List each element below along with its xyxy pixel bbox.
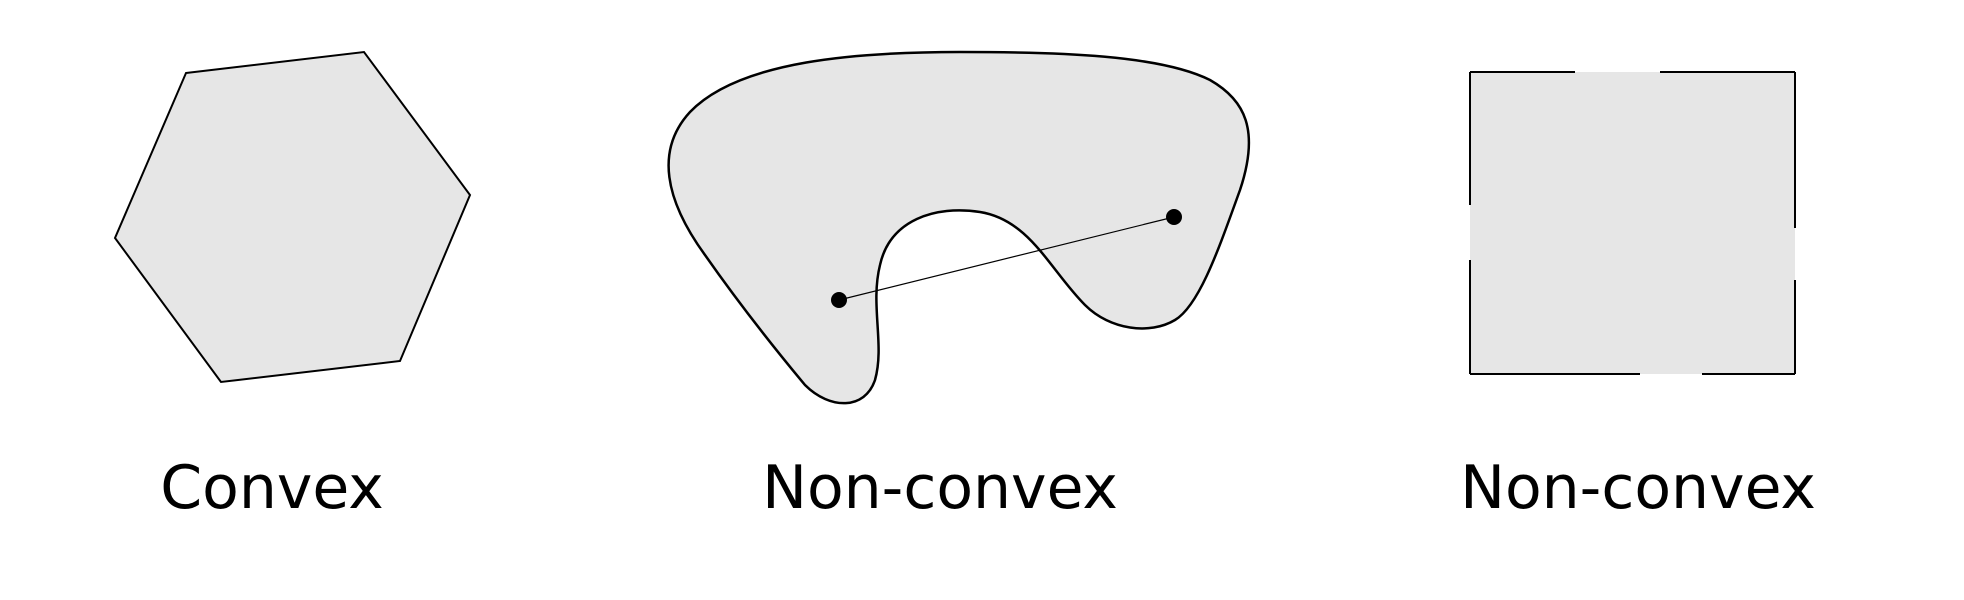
square-fill	[1470, 72, 1795, 374]
kidney-shape	[667, 50, 1251, 405]
panel-nonconvex-kidney: Non-convex	[667, 50, 1251, 523]
panel-convex: Convex	[113, 50, 472, 523]
point-b	[1166, 209, 1182, 225]
connecting-segment	[838, 216, 1175, 301]
caption-convex: Convex	[160, 453, 384, 523]
caption-nonconvex-square: Non-convex	[1460, 453, 1816, 523]
point-a	[831, 292, 847, 308]
convex-hexagon-shape	[113, 50, 472, 384]
square-partial-border	[1469, 71, 1796, 375]
panel-nonconvex-square: Non-convex	[1460, 71, 1816, 523]
caption-nonconvex-kidney: Non-convex	[762, 453, 1118, 523]
